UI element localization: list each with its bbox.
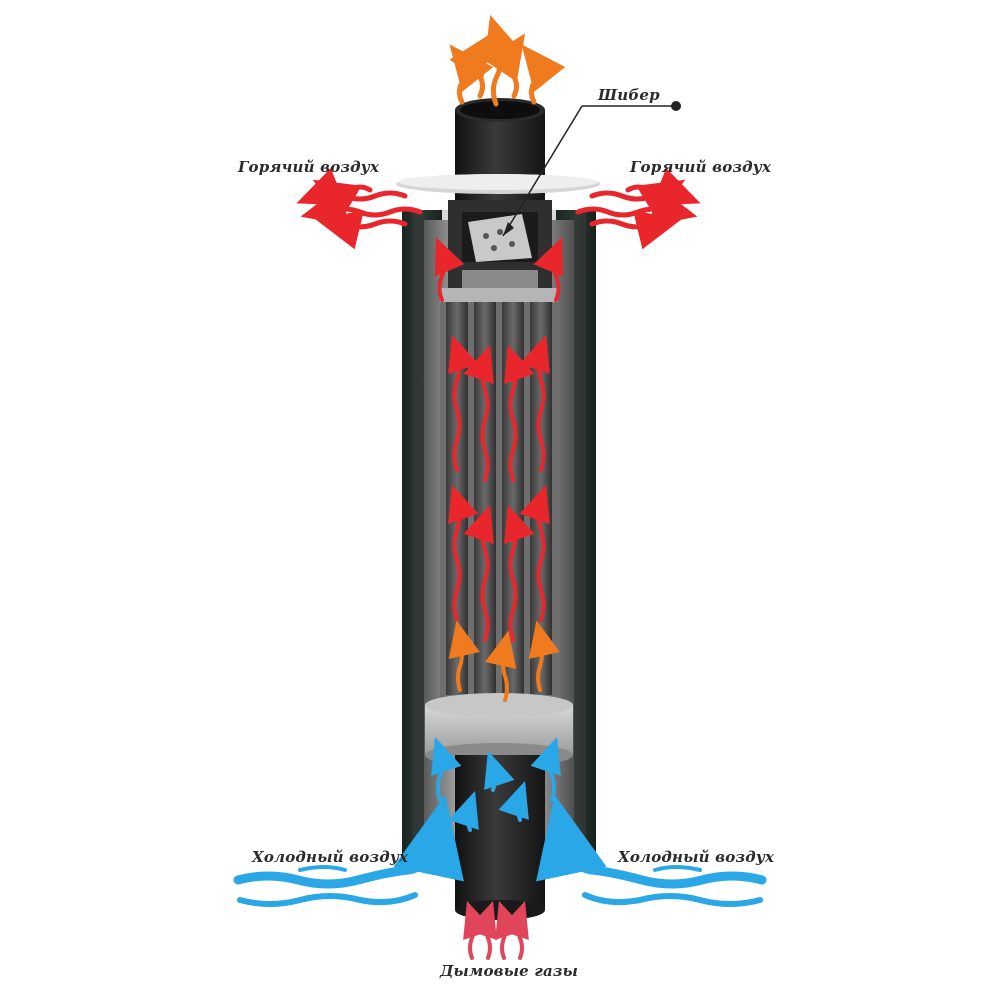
flue-gas-arrows (463, 900, 529, 960)
cold-air-arrows-inner (431, 736, 561, 832)
damper-housing (440, 200, 558, 302)
label-hot-air-left: Горячий воздух (238, 158, 380, 176)
cold-air-flow-right (536, 794, 767, 907)
lower-flue-pipe (455, 755, 545, 920)
label-flue-gases: Дымовые газы (440, 962, 579, 980)
label-cold-air-left: Холодный воздух (252, 848, 409, 866)
label-hot-air-right: Горячий воздух (630, 158, 772, 176)
label-damper: Шибер (598, 86, 660, 104)
label-cold-air-right: Холодный воздух (618, 848, 775, 866)
damper-pointer (502, 101, 681, 237)
cold-air-flow-left (233, 794, 464, 907)
flue-arrows-inner (448, 620, 560, 702)
heat-exchange-tubes (446, 300, 552, 695)
hot-air-arrows-right (575, 168, 701, 250)
flame-arrows-top (449, 14, 566, 107)
hot-air-arrows-left (296, 168, 423, 250)
top-flange (396, 174, 600, 194)
hot-air-arrows-inner (434, 237, 564, 642)
